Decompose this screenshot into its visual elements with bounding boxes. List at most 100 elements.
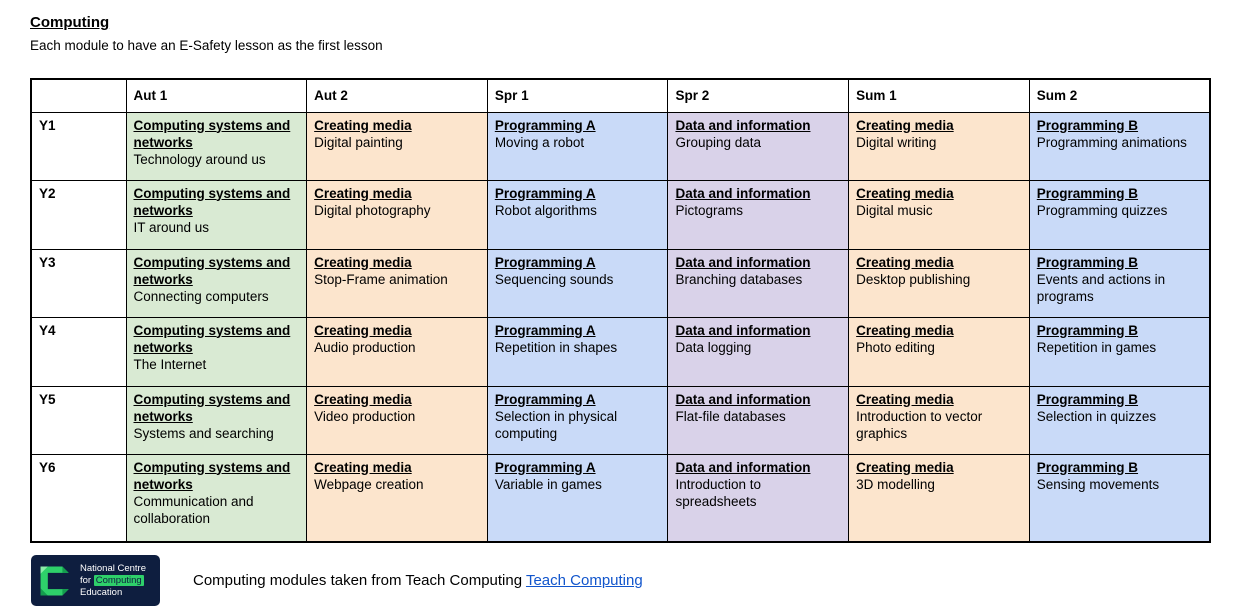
module-category: Programming B — [1036, 254, 1139, 270]
year-label: Y6 — [30, 453, 127, 543]
module-category: Programming A — [494, 254, 596, 270]
module-category: Computing systems and networks — [133, 322, 291, 355]
term-header: Spr 1 — [486, 78, 669, 113]
module-category: Creating media — [314, 185, 412, 201]
module-topic: Sequencing sounds — [494, 271, 614, 287]
module-category: Creating media — [856, 322, 954, 338]
module-topic: Moving a robot — [494, 134, 585, 150]
year-label: Y2 — [30, 179, 127, 250]
module-topic: Video production — [314, 408, 416, 424]
page-subtitle: Each module to have an E-Safety lesson a… — [30, 38, 383, 53]
corner-header — [30, 78, 127, 113]
module-topic: Introduction to spreadsheets — [675, 476, 762, 509]
module-topic: Digital painting — [314, 134, 403, 150]
term-header: Sum 2 — [1028, 78, 1211, 113]
ncce-logo-highlight: Computing — [93, 574, 144, 586]
ncce-logo-line3: Education — [80, 586, 123, 598]
module-topic: Programming quizzes — [1036, 202, 1168, 218]
module-category: Programming B — [1036, 322, 1139, 338]
year-label: Y3 — [30, 248, 127, 318]
module-topic: Pictograms — [675, 202, 743, 218]
module-category: Creating media — [856, 185, 954, 201]
module-category: Programming A — [494, 322, 596, 338]
module-topic: Events and actions in programs — [1036, 271, 1166, 304]
module-category: Data and information — [675, 459, 811, 475]
module-category: Programming B — [1036, 117, 1139, 133]
module-topic: Data logging — [675, 339, 752, 355]
year-label: Y4 — [30, 316, 127, 387]
module-category: Programming A — [494, 459, 596, 475]
module-category: Creating media — [314, 117, 412, 133]
year-label: Y1 — [30, 111, 127, 181]
module-category: Computing systems and networks — [133, 117, 291, 150]
module-topic: Repetition in games — [1036, 339, 1157, 355]
ncce-logo-text: National Centre for Computing Education — [80, 563, 146, 599]
module-category: Creating media — [314, 459, 412, 475]
ncce-logo-line2: for Computing — [80, 574, 144, 586]
term-header: Sum 1 — [848, 78, 1030, 113]
module-topic: Technology around us — [133, 151, 266, 167]
module-topic: Introduction to vector graphics — [856, 408, 983, 441]
footer-note-text: Computing modules taken from Teach Compu… — [193, 572, 526, 589]
module-category: Computing systems and networks — [133, 254, 291, 287]
module-topic: Branching databases — [675, 271, 803, 287]
module-topic: Audio production — [314, 339, 416, 355]
module-category: Data and information — [675, 391, 811, 407]
term-header: Aut 2 — [306, 78, 488, 113]
module-topic: Systems and searching — [133, 425, 274, 441]
module-topic: Variable in games — [494, 476, 602, 492]
module-topic: Digital photography — [314, 202, 431, 218]
module-topic: Connecting computers — [133, 288, 269, 304]
module-topic: Flat-file databases — [675, 408, 786, 424]
module-category: Programming A — [494, 185, 596, 201]
module-topic: Communication and collaboration — [133, 493, 254, 526]
module-category: Programming A — [494, 117, 596, 133]
ncce-logo: National Centre for Computing Education — [31, 555, 160, 606]
module-topic: Digital music — [856, 202, 933, 218]
teach-computing-link[interactable]: Teach Computing — [525, 572, 643, 589]
module-category: Creating media — [314, 391, 412, 407]
module-category: Creating media — [856, 254, 954, 270]
module-topic: Selection in physical computing — [494, 408, 618, 441]
module-category: Programming B — [1036, 459, 1139, 475]
module-topic: Sensing movements — [1036, 476, 1160, 492]
module-category: Creating media — [856, 117, 954, 133]
footer-note: Computing modules taken from Teach Compu… — [193, 572, 643, 589]
module-topic: Robot algorithms — [494, 202, 597, 218]
module-category: Programming B — [1036, 185, 1139, 201]
module-category: Data and information — [675, 117, 811, 133]
module-category: Creating media — [856, 459, 954, 475]
